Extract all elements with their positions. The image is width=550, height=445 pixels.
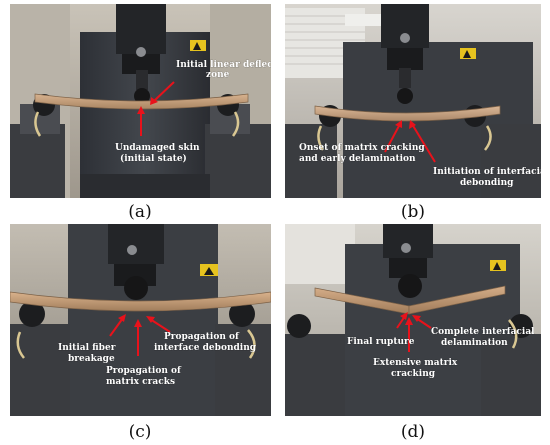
annotation-d3-line1: Complete interfacial	[431, 327, 535, 337]
photo-panel-c: Initial fiber breakage Propagation of ma…	[10, 224, 271, 416]
annotation-d3-line2: delamination	[441, 338, 508, 348]
annotation-c2-line2: matrix cracks	[106, 377, 175, 387]
annotation-c1-line1: Initial fiber	[58, 343, 116, 353]
annotation-b2-line1: Initiation of interfacial	[433, 167, 541, 177]
annotation-a2-line1: Undamaged skin	[115, 143, 200, 153]
caption-c: (c)	[128, 422, 152, 442]
annotation-c3-line2: interface debonding	[154, 343, 257, 353]
photo-panel-d: Final rupture Extensive matrix cracking …	[285, 224, 541, 416]
annotation-b2-line2: debonding	[460, 178, 514, 188]
annotation-d1-line1: Final rupture	[347, 337, 415, 347]
caption-d: (d)	[400, 422, 426, 442]
annotation-a2-line2: (initial state)	[120, 153, 187, 164]
photo-panel-b: Onset of matrix cracking and early delam…	[285, 4, 541, 198]
arrow-c-fiber	[109, 317, 124, 337]
caption-a: (a)	[128, 202, 152, 222]
arrow-c-debond	[149, 318, 171, 333]
annotation-a1-line1: Initial linear deflection	[176, 60, 271, 70]
annotation-c1-line2: breakage	[68, 354, 115, 364]
annotation-a1-line2: zone	[206, 70, 230, 80]
annotation-d2-line1: Extensive matrix	[373, 358, 458, 368]
annotation-c2-line1: Propagation of	[106, 366, 182, 376]
arrow-a-deflection	[153, 81, 175, 102]
arrow-b-debond	[411, 123, 436, 163]
photo-panel-a: Initial linear deflection zone Undamaged…	[10, 4, 271, 198]
arrow-b-matrix	[384, 123, 401, 153]
annotation-c3-line1: Propagation of	[164, 332, 240, 342]
annotation-d2-line2: cracking	[391, 369, 436, 379]
annotation-b1-line1: Onset of matrix cracking	[299, 143, 425, 153]
caption-b: (b)	[400, 202, 426, 222]
annotation-b1-line2: and early delamination	[299, 154, 416, 164]
